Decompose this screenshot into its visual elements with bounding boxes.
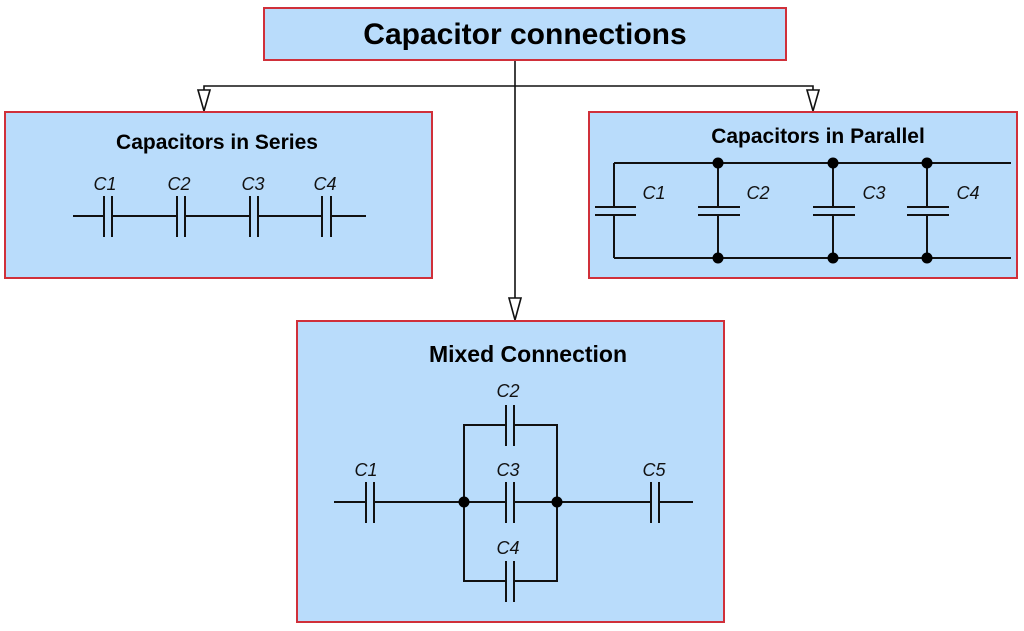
junction-dot [827,252,839,264]
capacitor-label: C2 [496,381,519,401]
capacitor-label: C4 [313,174,336,194]
arrow-to-series [196,89,212,114]
junction-dot [712,157,724,169]
capacitor-label: C4 [496,538,519,558]
mixed-capacitor-c2: C2 [496,381,520,446]
capacitor-label: C3 [241,174,264,194]
parallel-box [588,111,1018,279]
parallel-node: Capacitors in Parallel C1 C2 C3 [588,111,1018,279]
junction-dot [921,252,933,264]
series-capacitor-c4: C4 [313,174,337,237]
branch-line [203,85,814,90]
mixed-box [296,320,725,623]
capacitor-label: C1 [642,183,665,203]
junction-dot [712,252,724,264]
parallel-capacitor-c4: C4 [907,157,980,264]
capacitor-label: C1 [354,460,377,480]
capacitor-label: C3 [496,460,519,480]
series-title: Capacitors in Series [116,131,318,154]
junction-dot [827,157,839,169]
capacitor-label: C2 [746,183,769,203]
arrow-to-mixed [507,297,523,324]
parallel-title: Capacitors in Parallel [711,125,925,148]
capacitor-label: C5 [642,460,666,480]
mixed-capacitor-c1: C1 [354,460,378,523]
mixed-title: Mixed Connection [429,341,627,367]
mixed-capacitor-c3: C3 [496,460,520,523]
root-title: Capacitor connections [363,18,686,51]
mixed-capacitor-c5: C5 [642,460,666,523]
mixed-node: Mixed Connection C1 C2 C3 [296,320,725,623]
series-capacitor-c3: C3 [241,174,265,237]
series-circuit: C1 C2 C3 C4 [73,174,366,237]
parallel-capacitor-c3: C3 [813,157,886,264]
capacitor-label: C1 [93,174,116,194]
root-box [263,7,787,61]
capacitor-label: C3 [862,183,885,203]
capacitor-label: C2 [167,174,190,194]
parallel-circuit: C1 C2 C3 C4 [595,157,1011,264]
parallel-capacitor-c1: C1 [595,163,666,258]
series-box [4,111,433,279]
capacitor-label: C4 [956,183,979,203]
series-capacitor-c2: C2 [167,174,191,237]
mixed-capacitor-c4: C4 [496,538,520,602]
root-node: Capacitor connections [263,7,787,61]
series-node: Capacitors in Series C1 C2 C3 C4 [4,111,433,279]
mixed-circuit: C1 C2 C3 C4 C5 [334,381,693,602]
series-capacitor-c1: C1 [93,174,117,237]
junction-dot [551,496,563,508]
junction-dot [921,157,933,169]
junction-dot [458,496,470,508]
parallel-capacitor-c2: C2 [698,157,770,264]
arrow-to-parallel [805,89,821,114]
connectors [196,60,821,324]
